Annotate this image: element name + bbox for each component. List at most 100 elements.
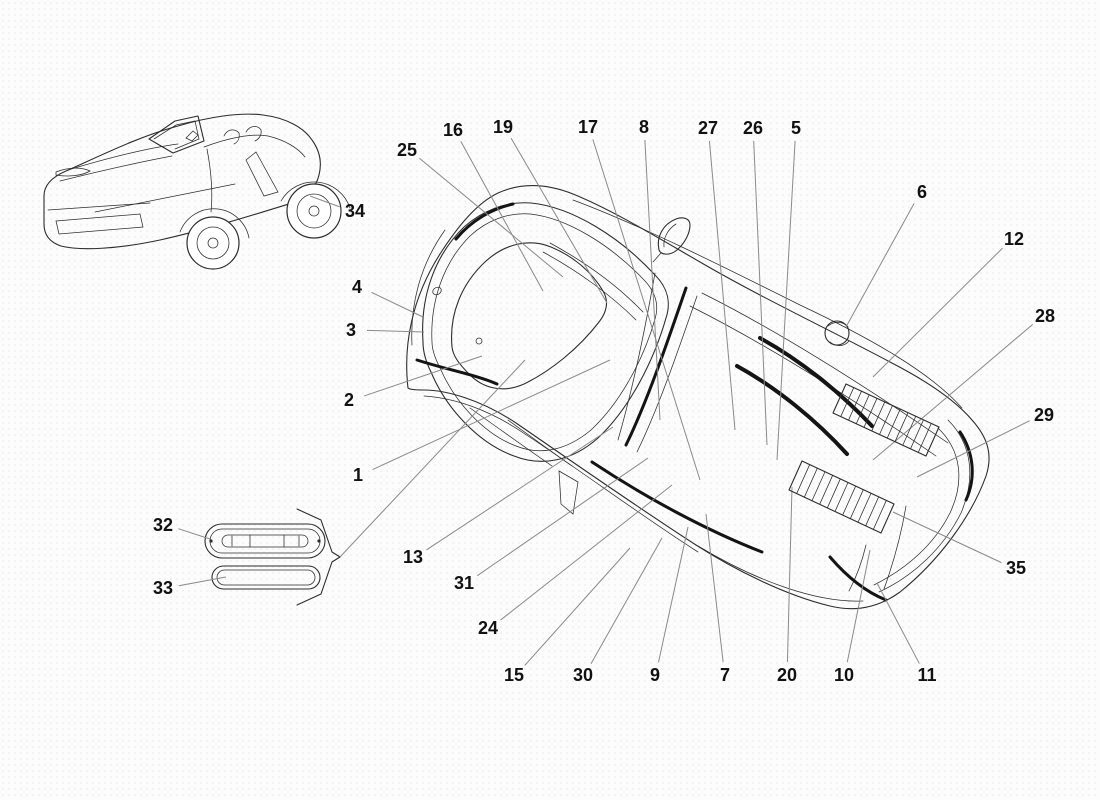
- engine-vent-grille-lower-slat: [842, 485, 857, 516]
- leader-line-3: [366, 329, 425, 333]
- windshield-frame-outer: [422, 202, 669, 462]
- door-mirror-stalk: [652, 252, 662, 263]
- rear-inner-curve-2: [873, 427, 960, 586]
- car-body-outline: [406, 185, 990, 610]
- leader-line-16: [460, 141, 544, 292]
- leader-line-29: [916, 420, 1030, 478]
- engine-vent-grille-upper-slat: [863, 397, 878, 428]
- callout-5: 5: [791, 118, 801, 138]
- leader-line-2: [364, 355, 483, 397]
- leader-line-25: [419, 157, 564, 278]
- b-pillar-band-line: [636, 295, 698, 453]
- inset-car-side-crease: [94, 183, 236, 213]
- leader-line-28: [872, 323, 1034, 461]
- inset-car-mirror: [185, 130, 199, 142]
- engine-vent-grille-upper-slat: [855, 394, 870, 425]
- callout-19: 19: [493, 117, 513, 137]
- windshield-frame-inner: [431, 213, 658, 452]
- plate-33-inner: [216, 569, 316, 586]
- callout-32: 32: [153, 515, 173, 535]
- inset-car-bumper-line: [47, 202, 151, 211]
- a-pillar-accent: [454, 202, 515, 241]
- rollbar-line: [617, 272, 656, 441]
- inset-rear-wheel: [286, 183, 342, 239]
- callout-17: 17: [578, 117, 598, 137]
- plate-32-screw-left: [209, 539, 213, 543]
- rear-face-seam-1: [883, 505, 907, 590]
- leader-line-32: [178, 528, 211, 540]
- cowl-line-2: [542, 251, 637, 321]
- plate-parts-group: [204, 359, 526, 606]
- inset-car-front-arch: [179, 208, 250, 239]
- callout-20: 20: [777, 665, 797, 685]
- engine-vent-grille-upper-slat: [871, 401, 886, 432]
- engine-vent-grille-lower-slat: [834, 482, 849, 512]
- callout-34: 34: [345, 201, 365, 221]
- sill-line-1: [469, 407, 553, 467]
- engine-vent-grille-upper-slat: [840, 387, 855, 417]
- plate-32-slot: [221, 534, 309, 548]
- leader-line-26: [753, 140, 768, 446]
- rear-face-seam-2: [848, 544, 867, 592]
- rear-right-edge-accent: [958, 430, 974, 502]
- callout-24: 24: [478, 618, 498, 638]
- callout-4: 4: [352, 277, 362, 297]
- callout-35: 35: [1006, 558, 1026, 578]
- door-mirror-inner: [663, 223, 677, 248]
- engine-vent-grille-upper-slat: [886, 408, 901, 439]
- leader-line-20: [786, 486, 793, 663]
- callout-16: 16: [443, 120, 463, 140]
- callout-9: 9: [650, 665, 660, 685]
- callout-15: 15: [504, 665, 524, 685]
- inset-car-illustration: [43, 113, 351, 270]
- callout-33: 33: [153, 578, 173, 598]
- inset-car-bumper-slot: [55, 213, 144, 235]
- engine-vent-grille-upper-slat: [879, 405, 893, 435]
- callout-13: 13: [403, 547, 423, 567]
- callout-10: 10: [834, 665, 854, 685]
- engine-vent-grille-upper-slat: [910, 419, 924, 450]
- callout-6: 6: [917, 182, 927, 202]
- sill-flap: [558, 470, 579, 515]
- plate-32-screw-right: [317, 539, 321, 543]
- callout-12: 12: [1004, 229, 1024, 249]
- plates-bracket-leader-line: [339, 359, 526, 558]
- fuel-cap-detail: [827, 322, 850, 346]
- engine-lid-stripe-2: [735, 364, 849, 456]
- leader-line-6: [845, 203, 915, 328]
- inset-car-hood-crease2: [59, 155, 173, 182]
- inset-car-door-line: [206, 148, 213, 213]
- inset-car-hood-crease: [67, 143, 179, 171]
- plate-33-outer: [211, 565, 321, 590]
- callout-8: 8: [639, 117, 649, 137]
- plates-bracket: [296, 508, 341, 606]
- hinge-dot: [475, 337, 483, 345]
- engine-vent-grille-lower-slat: [857, 492, 872, 523]
- engine-vent-grille-upper-slat: [848, 390, 862, 421]
- callout-30: 30: [573, 665, 593, 685]
- engine-vent-grille-upper-slat: [894, 412, 909, 443]
- leader-line-31: [476, 457, 649, 577]
- leader-line-30: [590, 537, 663, 664]
- leader-line-5: [776, 140, 796, 461]
- leader-line-19: [510, 137, 608, 304]
- car-left-edge-inner: [423, 395, 699, 553]
- inset-rear-rim: [296, 193, 332, 229]
- callout-27: 27: [698, 118, 718, 138]
- leader-line-17: [592, 139, 701, 481]
- inset-car-headrest-right: [245, 126, 262, 142]
- callout-3: 3: [346, 320, 356, 340]
- leader-line-11: [876, 582, 920, 664]
- inset-car-cockpit-rim: [203, 134, 306, 158]
- inset-rear-hub: [308, 205, 320, 217]
- leader-line-9: [657, 526, 689, 663]
- callout-29: 29: [1034, 405, 1054, 425]
- plate-32-dividers: [231, 534, 300, 548]
- engine-vent-grille-lower-slat: [826, 478, 841, 509]
- inset-front-wheel: [186, 216, 240, 270]
- leader-line-34: [309, 195, 340, 208]
- inset-car-headlight: [55, 167, 91, 177]
- b-pillar-band-accent: [624, 286, 688, 447]
- inset-car-windshield: [148, 115, 205, 154]
